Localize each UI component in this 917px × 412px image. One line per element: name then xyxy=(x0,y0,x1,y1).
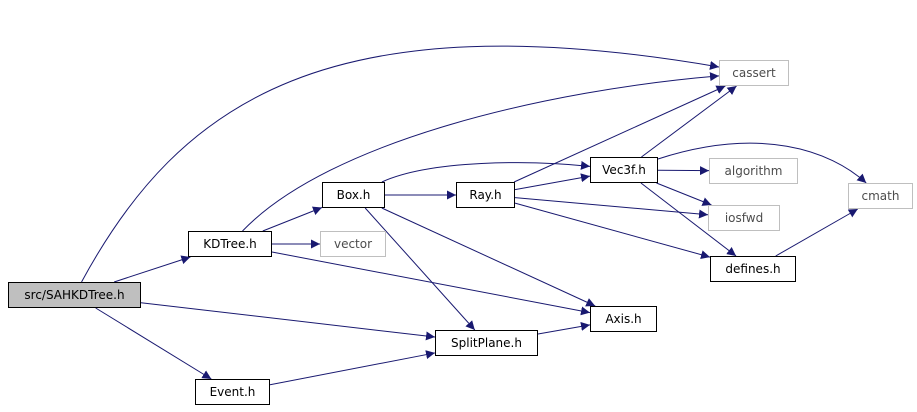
edge-ray-to-vec3f xyxy=(514,173,591,191)
edge-event-to-splitplane xyxy=(269,350,436,386)
edge-vec3f-to-defines xyxy=(640,182,737,257)
edge-kdtree-to-cassert xyxy=(242,72,720,232)
node-axis[interactable]: Axis.h xyxy=(590,306,657,332)
edge-vec3f-to-cassert xyxy=(641,85,737,158)
node-cmath: cmath xyxy=(848,183,913,209)
node-cassert: cassert xyxy=(719,60,789,86)
node-kdtree[interactable]: KDTree.h xyxy=(188,231,272,257)
node-iosfwd: iosfwd xyxy=(708,205,780,231)
edge-ray-to-cassert xyxy=(513,85,726,183)
node-vector: vector xyxy=(320,231,386,257)
edge-kdtree-to-axis xyxy=(271,251,591,316)
edge-box-to-splitplane xyxy=(364,207,476,331)
edge-ray-to-iosfwd xyxy=(514,197,709,219)
edge-splitplane-to-axis xyxy=(537,321,591,335)
node-vec3f[interactable]: Vec3f.h xyxy=(590,157,658,183)
node-box[interactable]: Box.h xyxy=(322,182,385,208)
node-algorithm: algorithm xyxy=(709,158,798,184)
edge-sahkdtree-to-cassert xyxy=(81,45,720,283)
node-ray[interactable]: Ray.h xyxy=(456,182,515,208)
edge-box-to-axis xyxy=(381,207,596,307)
node-defines[interactable]: defines.h xyxy=(710,256,796,282)
node-splitplane[interactable]: SplitPlane.h xyxy=(435,330,538,356)
edge-defines-to-cmath xyxy=(775,208,859,257)
edge-ray-to-defines xyxy=(514,202,711,260)
edge-vec3f-to-iosfwd xyxy=(656,182,712,206)
edge-box-to-vec3f xyxy=(381,160,591,183)
edge-sahkdtree-to-kdtree xyxy=(113,255,191,283)
edge-sahkdtree-to-event xyxy=(95,307,212,380)
node-event[interactable]: Event.h xyxy=(195,379,270,405)
edge-vec3f-to-cmath xyxy=(657,142,867,184)
node-sahkdtree: src/SAHKDTree.h xyxy=(8,282,141,308)
edge-kdtree-to-box xyxy=(262,206,323,232)
edge-sahkdtree-to-splitplane xyxy=(140,302,436,341)
